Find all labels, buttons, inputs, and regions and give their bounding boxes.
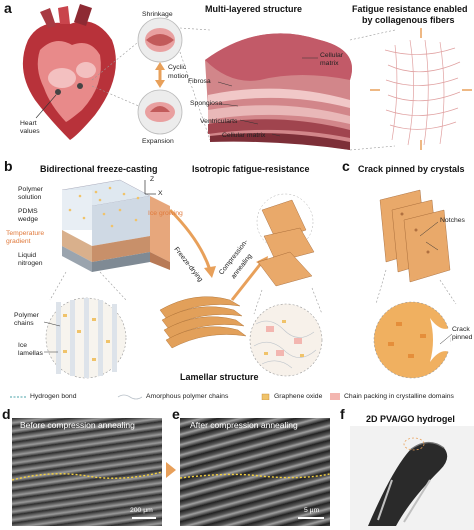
label-motion: motion xyxy=(168,73,189,80)
label-expansion: Expansion xyxy=(142,138,174,145)
freeze-casting-mold xyxy=(61,179,170,272)
label-spongiosa: Spongiosa xyxy=(190,100,223,107)
legend-amorphous: Amorphous polymer chains xyxy=(146,393,229,400)
label-pinned: pinned xyxy=(452,334,473,341)
label-notches: Notches xyxy=(440,217,465,224)
label-chains-1: Polymer xyxy=(14,312,39,319)
lamellar-stack xyxy=(159,296,247,349)
title-fatigue: Fatigue resistance enabled xyxy=(352,4,468,14)
crack-pinned-zoom xyxy=(373,301,451,379)
label-chains-2: chains xyxy=(14,320,34,327)
panel-label-b: b xyxy=(4,158,13,174)
panel-b-illustration xyxy=(43,179,323,379)
label-cellular-matrix: Cellular matrix xyxy=(222,132,266,139)
label-temperature-2: gradient xyxy=(6,238,31,245)
label-ice-2: lamellas xyxy=(18,350,43,357)
label-heart: Heart xyxy=(20,120,37,127)
ice-lamella-zoom xyxy=(45,297,127,379)
crystalline-chain-zoom xyxy=(249,303,323,377)
title-freeze-casting: Bidirectional freeze-casting xyxy=(40,164,158,174)
label-axis-z: Z xyxy=(150,176,155,183)
panel-c-illustration xyxy=(373,189,457,379)
valve-expansion-illustration xyxy=(137,89,183,135)
panel-label-c: c xyxy=(342,158,350,174)
title-isotropic: Isotropic fatigue-resistance xyxy=(192,164,310,174)
legend-chain-packing: Chain packing in crystalline domains xyxy=(344,393,454,400)
title-hydrogel: 2D PVA/GO hydrogel xyxy=(366,414,455,424)
collagen-fiber-mesh xyxy=(384,39,461,146)
legend-swatches xyxy=(10,393,340,400)
panel-label-d: d xyxy=(2,406,11,422)
valve-shrinkage-illustration xyxy=(137,17,183,63)
label-axis-x: X xyxy=(158,190,163,197)
panel-a-illustration xyxy=(22,4,472,151)
label-cyclic: Cyclic xyxy=(168,64,187,71)
label-polymer-solution-2: solution xyxy=(18,194,42,201)
title-fatigue-2: by collagenous fibers xyxy=(362,15,455,25)
label-liquid-2: nitrogen xyxy=(18,260,43,267)
label-pdms-2: wedge xyxy=(18,216,39,223)
scale-d: 200 μm xyxy=(130,507,153,514)
label-crack: Crack xyxy=(452,326,470,333)
legend-graphene-oxide: Graphene oxide xyxy=(274,393,323,400)
label-ice-1: Ice xyxy=(18,342,28,349)
sem-image-after: After compression annealing 5 μm xyxy=(180,418,330,526)
label-values: values xyxy=(20,128,40,135)
panel-label-f: f xyxy=(340,406,345,422)
title-lamellar: Lamellar structure xyxy=(180,372,259,382)
title-before: Before compression annealing xyxy=(20,420,135,430)
label-cellular: Cellular xyxy=(320,52,344,59)
label-pdms-1: PDMS xyxy=(18,208,38,215)
heart-illustration xyxy=(22,4,116,140)
compressed-film-stack xyxy=(256,193,315,287)
label-temperature-1: Temperature xyxy=(6,230,45,237)
scale-e: 5 μm xyxy=(304,507,320,514)
label-fibrosa: Fibrosa xyxy=(188,78,211,85)
layered-tissue-illustration xyxy=(205,33,352,151)
label-shrinkage: Shrinkage xyxy=(142,11,173,18)
panel-label-e: e xyxy=(172,406,180,422)
label-liquid-1: Liquid xyxy=(18,252,37,259)
label-ice-growing: Ice growing xyxy=(148,210,183,217)
title-multilayer: Multi-layered structure xyxy=(205,4,303,14)
panel-label-a: a xyxy=(4,0,12,16)
title-crack: Crack pinned by crystals xyxy=(358,164,465,174)
label-polymer-solution-1: Polymer xyxy=(18,186,43,193)
title-after: After compression annealing xyxy=(190,420,298,430)
sem-image-before: Before compression annealing 200 μm xyxy=(12,418,162,526)
label-matrix: matrix xyxy=(320,60,339,67)
legend-hydrogen-bond: Hydrogen bond xyxy=(30,393,77,400)
label-ventricularis: Ventricularts xyxy=(200,118,238,125)
